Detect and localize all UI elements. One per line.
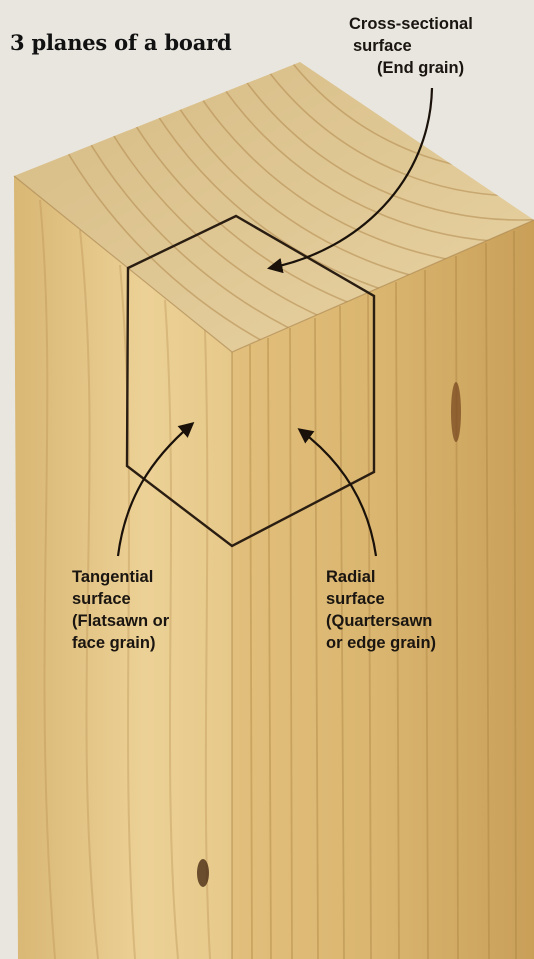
label-line: surface bbox=[72, 588, 169, 610]
label-line: surface bbox=[349, 35, 473, 57]
label-line: (End grain) bbox=[349, 57, 473, 79]
label-line: Cross-sectional bbox=[349, 13, 473, 35]
label-line: Tangential bbox=[72, 566, 169, 588]
radial-label: Radial surface (Quartersawn or edge grai… bbox=[326, 566, 436, 654]
diagram-title: 3 planes of a board bbox=[10, 30, 231, 55]
knot bbox=[197, 859, 209, 887]
cross-sectional-label: Cross-sectional surface (End grain) bbox=[349, 13, 473, 79]
label-line: (Quartersawn bbox=[326, 610, 436, 632]
label-line: surface bbox=[326, 588, 436, 610]
label-line: (Flatsawn or bbox=[72, 610, 169, 632]
tangential-label: Tangential surface (Flatsawn or face gra… bbox=[72, 566, 169, 654]
label-line: or edge grain) bbox=[326, 632, 436, 654]
knot bbox=[451, 382, 461, 442]
label-line: face grain) bbox=[72, 632, 169, 654]
label-line: Radial bbox=[326, 566, 436, 588]
